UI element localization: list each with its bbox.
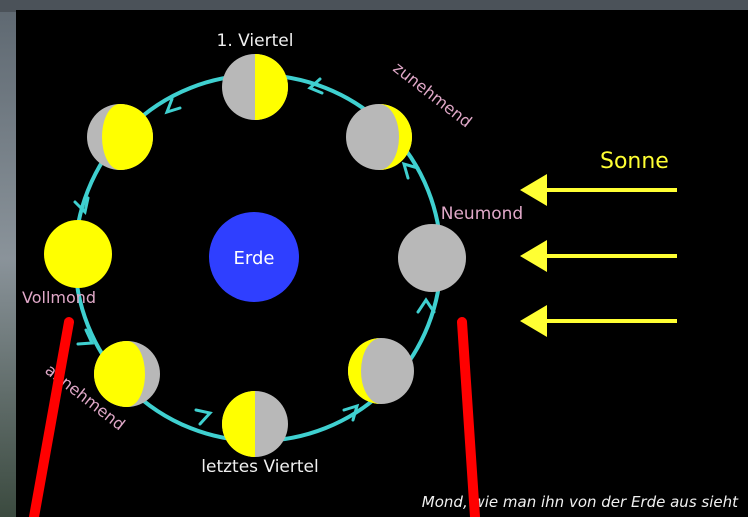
moon-waxing-crescent: [346, 104, 412, 170]
moon-lit-side: [348, 338, 381, 404]
moon-dark-side: [348, 338, 414, 404]
moon-lit-side: [222, 391, 255, 457]
orbit-arrows: [73, 77, 436, 426]
red-annotation-line: [29, 317, 74, 517]
first-quarter-label: 1. Viertel: [217, 31, 294, 51]
moon-lit-side: [255, 54, 288, 120]
moon-last-quarter: [222, 391, 288, 457]
moon-first-quarter: [222, 54, 288, 120]
orbit-arrow: [307, 77, 324, 95]
red-annotation-line: [457, 317, 480, 517]
moon-disc: [44, 220, 112, 288]
sun-arrow: [520, 240, 677, 272]
moon-dark-side: [346, 104, 412, 170]
orbit-arrow: [342, 403, 360, 422]
moon-new: [398, 224, 466, 292]
diagram-panel: [16, 10, 748, 517]
full-moon-label: Vollmond: [22, 288, 96, 307]
moon-waning-gibbous: [94, 341, 160, 407]
moon-disc: [398, 224, 466, 292]
earth-disc: [209, 212, 299, 302]
red-annotation-lines: [29, 317, 480, 517]
moon-full: [44, 220, 112, 288]
moon-lit-side: [94, 341, 145, 407]
orbit-arrow: [73, 196, 90, 216]
sun-arrow: [520, 305, 677, 337]
sun-label: Sonne: [600, 149, 669, 174]
moon-lit-side: [102, 104, 153, 170]
new-moon-label: Neumond: [441, 204, 523, 224]
moon-lit-side: [379, 104, 412, 170]
earth-label: Erde: [234, 248, 275, 269]
caption: Mond, wie man ihn von der Erde aus sieht: [422, 493, 739, 511]
sun-arrow: [520, 174, 677, 206]
moon-waning-crescent: [348, 338, 414, 404]
orbit-arrow: [416, 297, 436, 314]
top-strip: [0, 0, 748, 12]
moon-waxing-gibbous: [87, 104, 153, 170]
orbit-arrow: [164, 97, 182, 115]
last-quarter-label: letztes Viertel: [201, 457, 318, 477]
orbit-arrow: [401, 161, 420, 180]
orbit-arrow: [194, 408, 213, 426]
sunlight-arrows: [520, 174, 677, 337]
orbit-arrow: [76, 328, 95, 346]
